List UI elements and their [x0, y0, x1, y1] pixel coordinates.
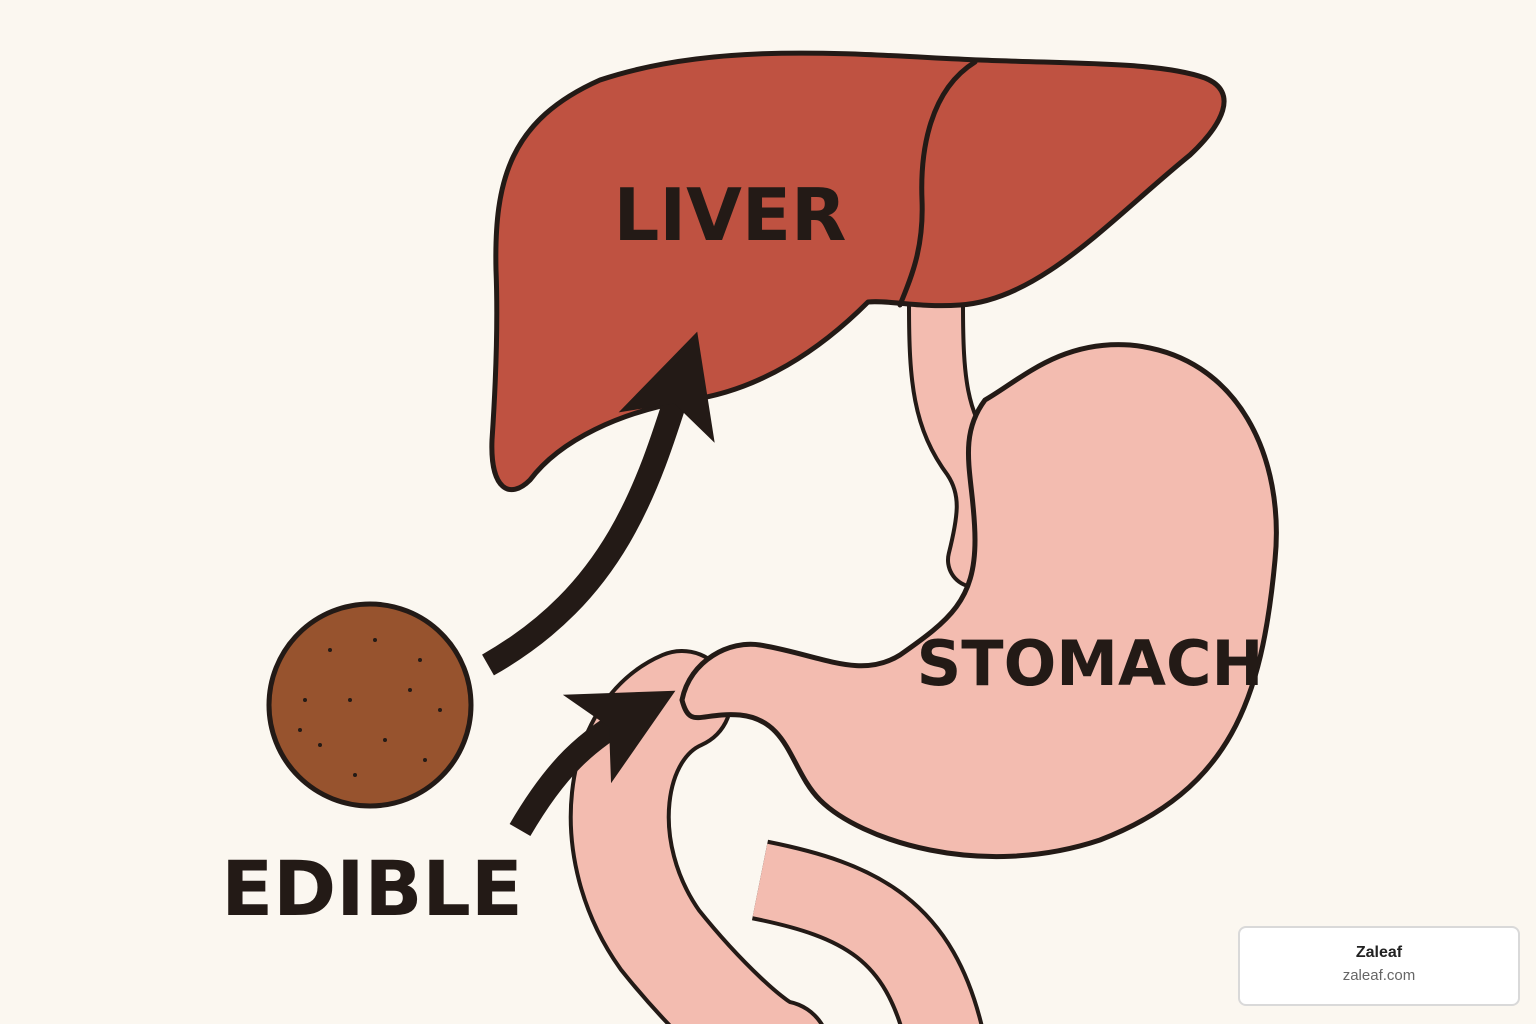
stomach-label: STOMACH — [917, 627, 1264, 700]
arrow-to-liver — [482, 331, 715, 676]
watermark-url: zaleaf.com — [1342, 967, 1416, 984]
intestine-lower-fill — [752, 843, 980, 1024]
stomach-shape — [679, 342, 1279, 860]
watermark-badge: Zaleaf zaleaf.com — [1238, 926, 1520, 1006]
liver-lobe-line — [897, 59, 978, 308]
edible-label: EDIBLE — [221, 844, 523, 933]
edible-icon — [266, 601, 474, 809]
watermark-name: Zaleaf — [1355, 944, 1403, 961]
liver-label: LIVER — [613, 173, 846, 257]
arrow-to-stomach — [509, 690, 676, 837]
